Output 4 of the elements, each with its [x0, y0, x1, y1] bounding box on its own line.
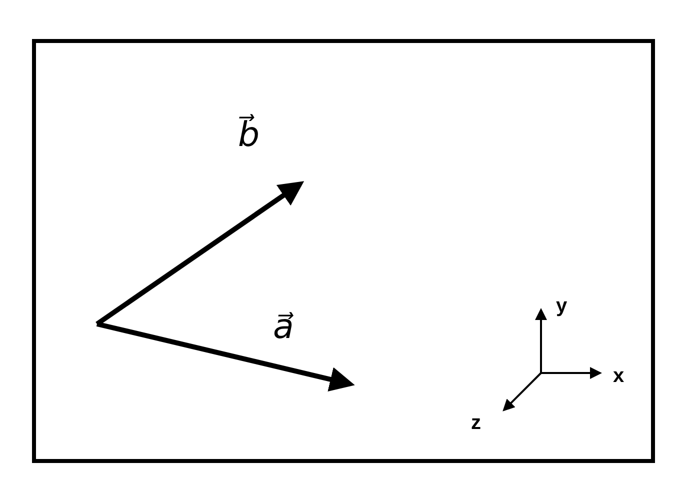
vector-label: a⃗ [273, 310, 294, 344]
axis-label: z [471, 413, 481, 433]
axis-label: y [556, 296, 568, 316]
axis-label: x [613, 366, 624, 386]
